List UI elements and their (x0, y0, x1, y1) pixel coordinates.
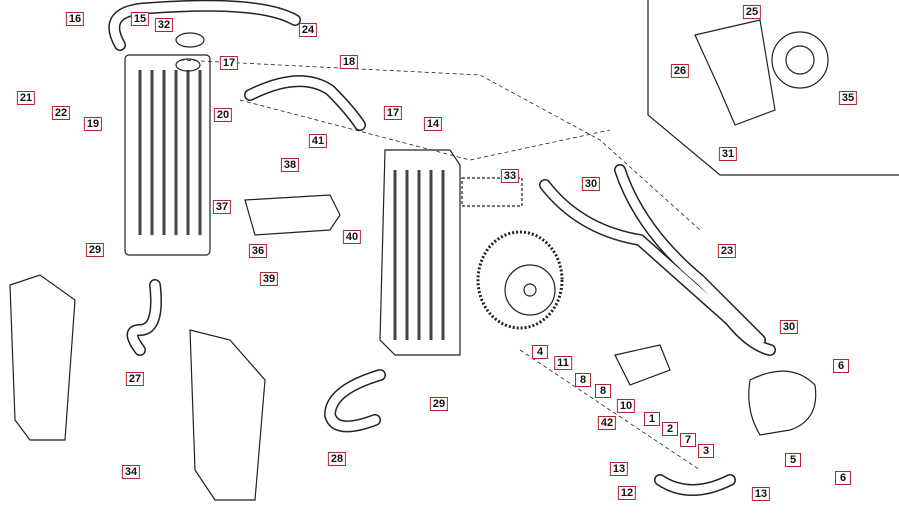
callout-label: 2 (662, 422, 678, 436)
callout-label: 41 (308, 134, 328, 148)
water-pump (614, 344, 817, 436)
callout-label: 23 (717, 244, 737, 258)
foam-strip (461, 177, 523, 207)
callout-label: 26 (670, 64, 690, 78)
callout-label: 19 (83, 117, 103, 131)
callout-label: 10 (616, 399, 636, 413)
callout-label: 1 (644, 412, 660, 426)
callout-label: 5 (785, 453, 801, 467)
callout-label: 18 (339, 55, 359, 69)
right-radiator (379, 149, 461, 356)
callout-label: 30 (581, 177, 601, 191)
callout-label: 42 (597, 416, 617, 430)
callout-label: 33 (500, 169, 520, 183)
callout-label: 13 (609, 462, 629, 476)
callout-label: 25 (742, 5, 762, 19)
callout-label: 29 (85, 243, 105, 257)
shrouds (9, 274, 266, 501)
callout-label: 28 (327, 452, 347, 466)
callout-label: 32 (154, 18, 174, 32)
callout-label: 40 (342, 230, 362, 244)
callout-label: 7 (680, 433, 696, 447)
callout-label: 17 (219, 56, 239, 70)
callout-label: 39 (259, 272, 279, 286)
callout-label: 17 (383, 106, 403, 120)
callout-label: 4 (532, 345, 548, 359)
callout-label: 31 (718, 147, 738, 161)
callout-label: 13 (751, 487, 771, 501)
cooling-fan (694, 19, 829, 126)
callout-label: 12 (617, 486, 637, 500)
callout-label: 11 (554, 356, 572, 370)
callout-label: 8 (595, 384, 611, 398)
callout-label: 21 (16, 91, 36, 105)
callout-label: 3 (698, 444, 714, 458)
callout-label: 29 (429, 397, 449, 411)
callout-label: 38 (280, 158, 300, 172)
callout-label: 27 (125, 372, 145, 386)
chain-sprocket (476, 230, 564, 330)
overflow-tank (244, 194, 341, 236)
callout-label: 20 (213, 108, 233, 122)
callout-label: 22 (51, 106, 71, 120)
callout-label: 35 (838, 91, 858, 105)
leader-lines (179, 59, 701, 471)
callout-label: 34 (121, 465, 141, 479)
callout-label: 15 (130, 12, 150, 26)
inset-frame (647, 0, 899, 176)
callout-label: 24 (298, 23, 318, 37)
callout-label: 16 (65, 12, 85, 26)
callout-label: 8 (575, 373, 591, 387)
callout-label: 14 (423, 117, 443, 131)
callout-label: 6 (835, 471, 851, 485)
left-radiator (124, 32, 211, 256)
callout-label: 36 (248, 244, 268, 258)
callout-label: 6 (833, 359, 849, 373)
callout-label: 37 (212, 200, 232, 214)
callout-label: 30 (779, 320, 799, 334)
